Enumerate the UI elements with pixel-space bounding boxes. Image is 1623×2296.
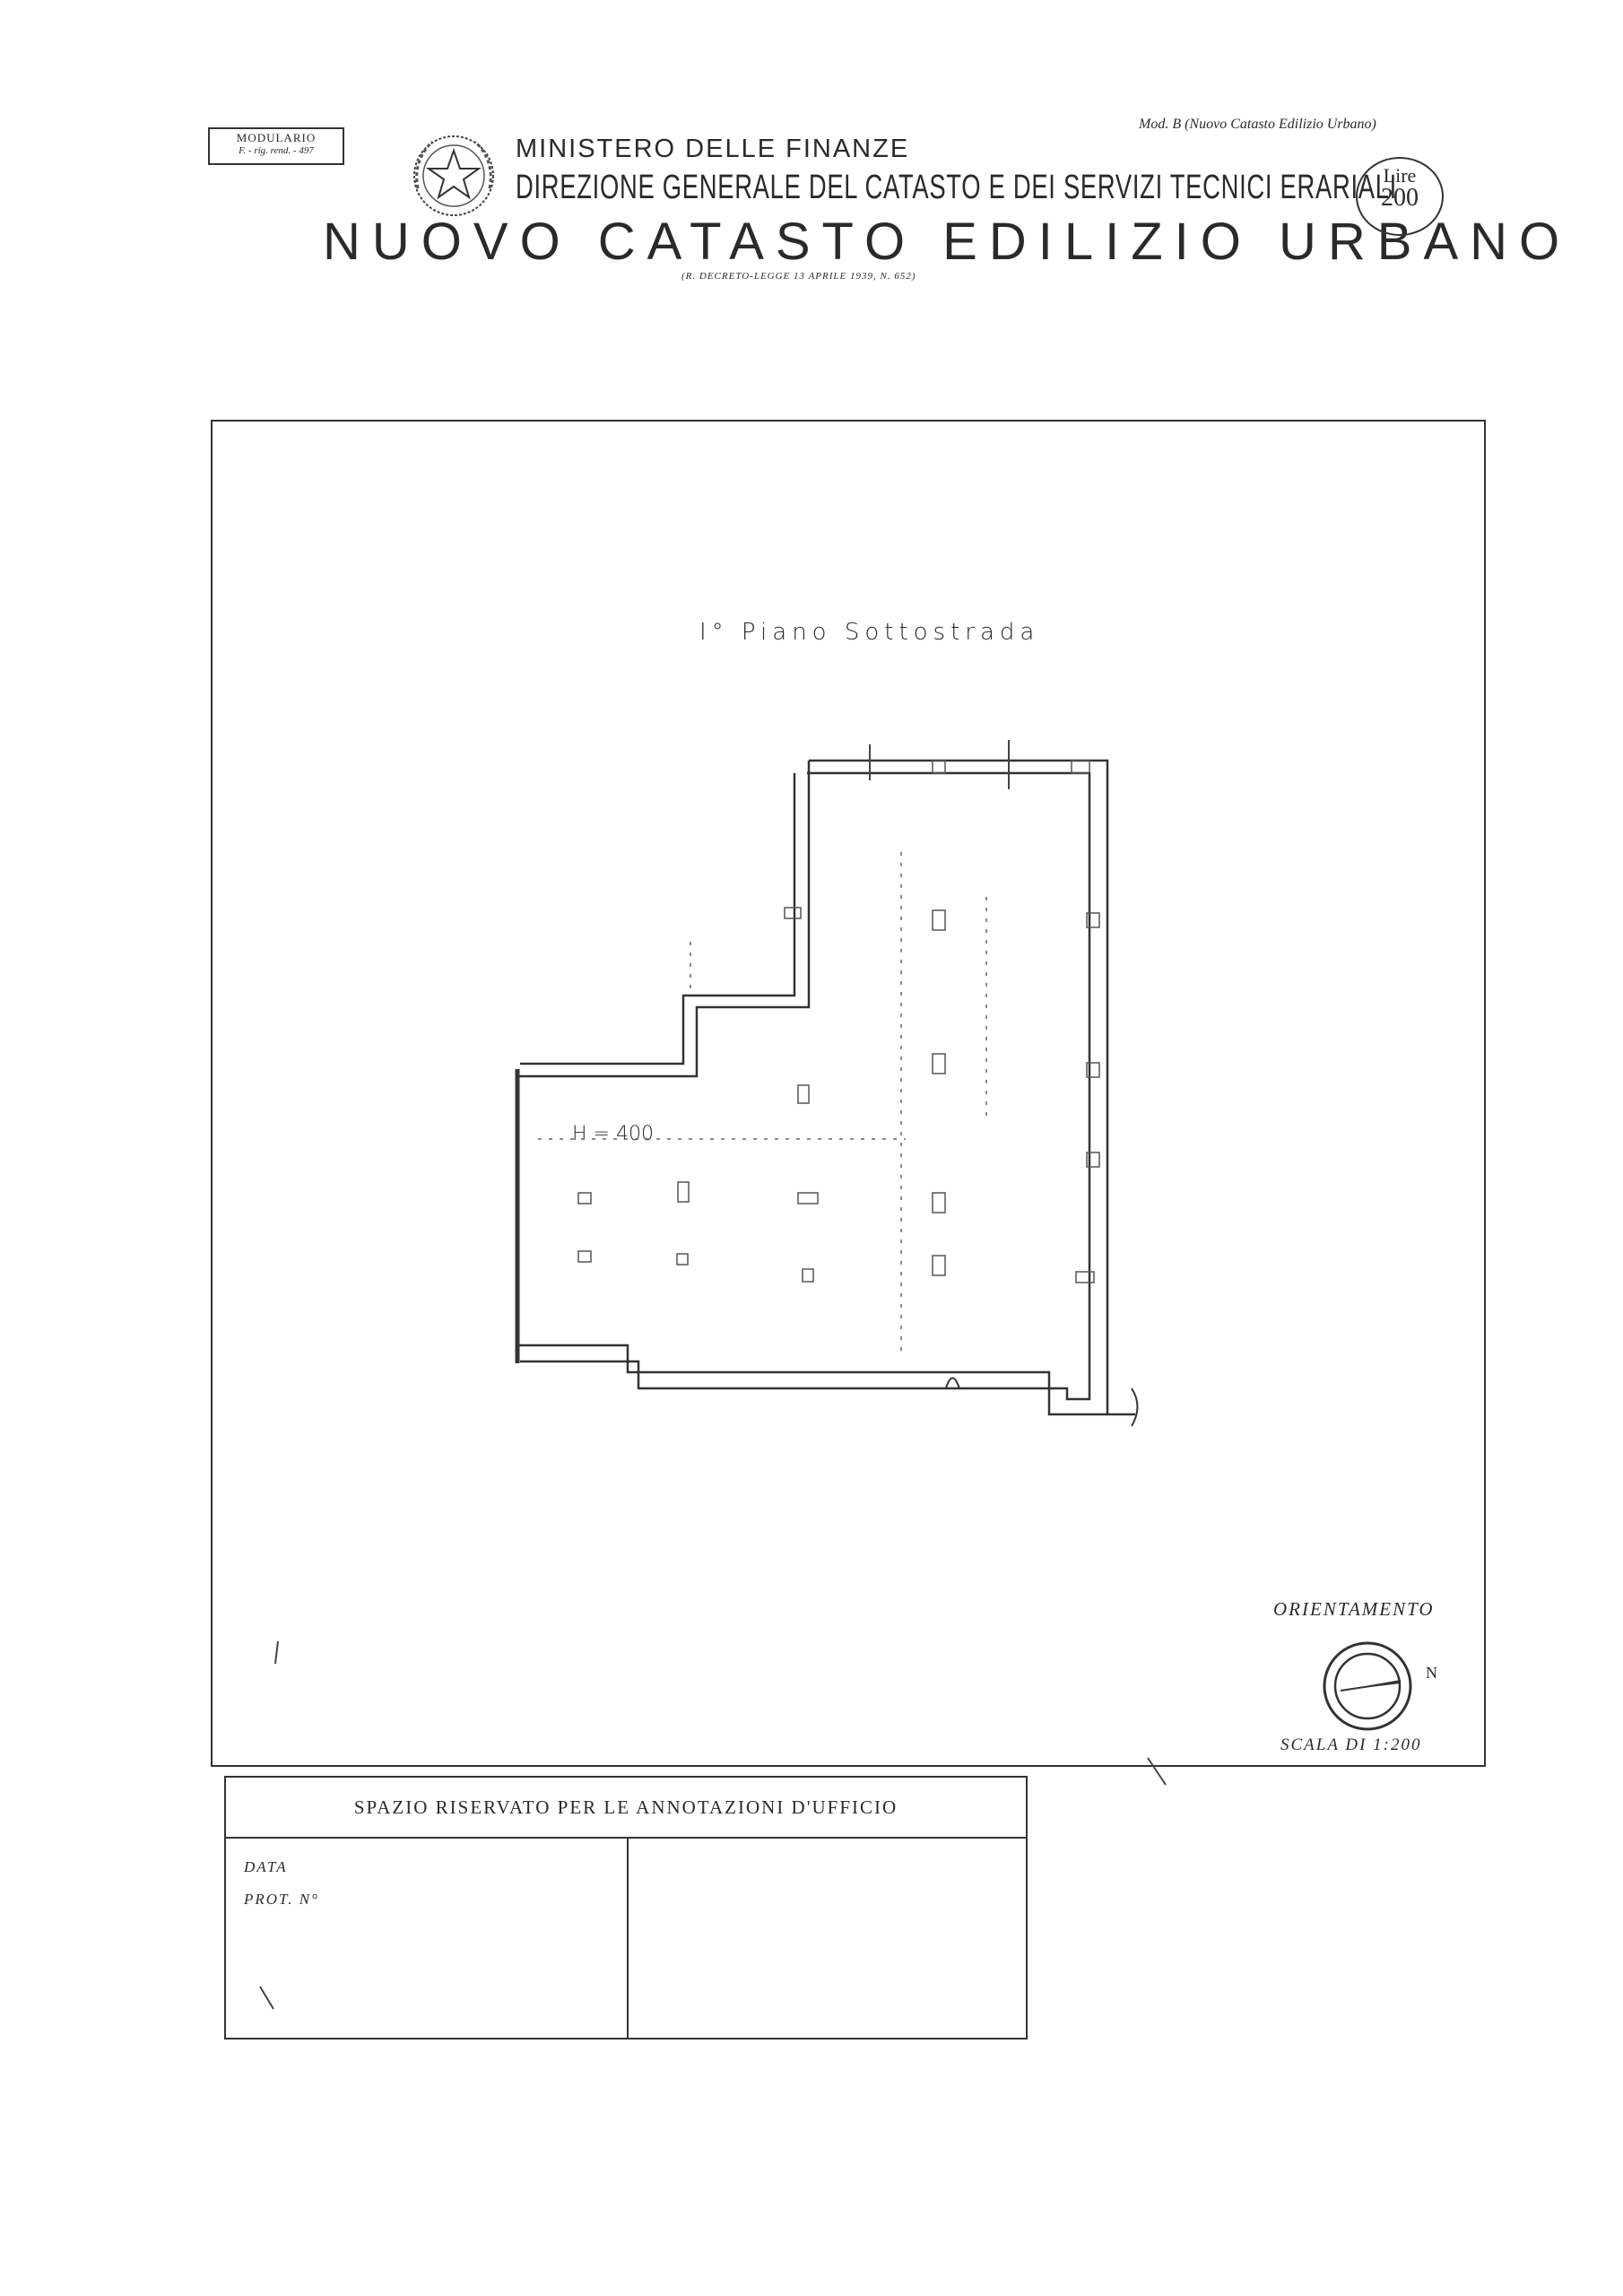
office-annotations-box: SPAZIO RISERVATO PER LE ANNOTAZIONI D'UF… — [224, 1776, 1028, 2039]
office-column-divider — [627, 1837, 629, 2038]
pillar — [1086, 1062, 1100, 1078]
floor-title: I° Piano Sottostrada — [699, 619, 1040, 646]
wall-outer-bottom — [516, 1344, 1107, 1416]
pillar — [1071, 760, 1090, 774]
hidden-lines — [538, 852, 987, 1354]
modulario-subtitle: F. - rig. rend. - 497 — [239, 145, 314, 156]
pillar — [577, 1250, 592, 1263]
scale-label: SCALA DI 1:200 — [1280, 1735, 1422, 1754]
stamp-currency: Lire — [1383, 164, 1417, 187]
pillar — [1086, 1152, 1100, 1168]
pillar — [932, 760, 946, 774]
pillar — [1075, 1271, 1095, 1283]
state-emblem-icon — [413, 135, 494, 216]
office-date-label: DATA — [244, 1858, 288, 1875]
pillar — [797, 1192, 819, 1205]
height-label: H = 400 — [572, 1123, 654, 1145]
office-protocol-label: PROT. N° — [244, 1891, 319, 1908]
stray-mark — [1147, 1757, 1167, 1786]
office-annotations-header: SPAZIO RISERVATO PER LE ANNOTAZIONI D'UF… — [226, 1778, 1026, 1839]
modulario-title: MODULARIO — [236, 131, 317, 144]
pillar — [677, 1181, 690, 1203]
pillar — [932, 1255, 946, 1276]
stamp-amount: 200 — [1381, 184, 1419, 212]
decree-reference: (R. DECRETO-LEGGE 13 APRILE 1939, N. 652… — [681, 271, 916, 282]
pillars — [577, 760, 1100, 1283]
wall-inner-bottom-right — [520, 771, 1091, 1401]
modulario-box: MODULARIO F. - rig. rend. - 497 — [208, 127, 344, 165]
pillar — [797, 1084, 810, 1104]
stray-mark — [259, 1986, 274, 2010]
orientation-label: ORIENTAMENTO — [1273, 1598, 1435, 1620]
wall-outer-top-right — [809, 759, 1135, 1416]
pillar — [932, 909, 946, 931]
wall-inner-step — [520, 773, 796, 1065]
model-reference: Mod. B (Nuovo Catasto Edilizio Urbano) — [1139, 117, 1376, 132]
plan-frame — [211, 420, 1486, 1767]
door-arc — [945, 1377, 960, 1389]
pillar — [676, 1253, 689, 1265]
pillar — [932, 1053, 946, 1074]
wall-break-mark — [1131, 1387, 1139, 1427]
directorate-name: DIREZIONE GENERALE DEL CATASTO E DEI SER… — [516, 169, 1397, 206]
wall-outer-step-left — [516, 761, 811, 1078]
outer-walls — [515, 759, 1135, 1416]
pillar — [802, 1268, 814, 1283]
pillar — [1086, 912, 1100, 928]
ministry-name: MINISTERO DELLE FINANZE — [516, 135, 910, 163]
stray-mark — [274, 1640, 279, 1665]
north-letter: N — [1426, 1664, 1437, 1682]
pillar — [932, 1192, 946, 1213]
registry-title: NUOVO CATASTO EDILIZIO URBANO — [323, 213, 1572, 271]
pillar — [784, 907, 802, 919]
compass-icon — [1323, 1641, 1412, 1731]
pillar — [577, 1192, 592, 1205]
revenue-stamp: Lire 200 — [1356, 157, 1444, 236]
